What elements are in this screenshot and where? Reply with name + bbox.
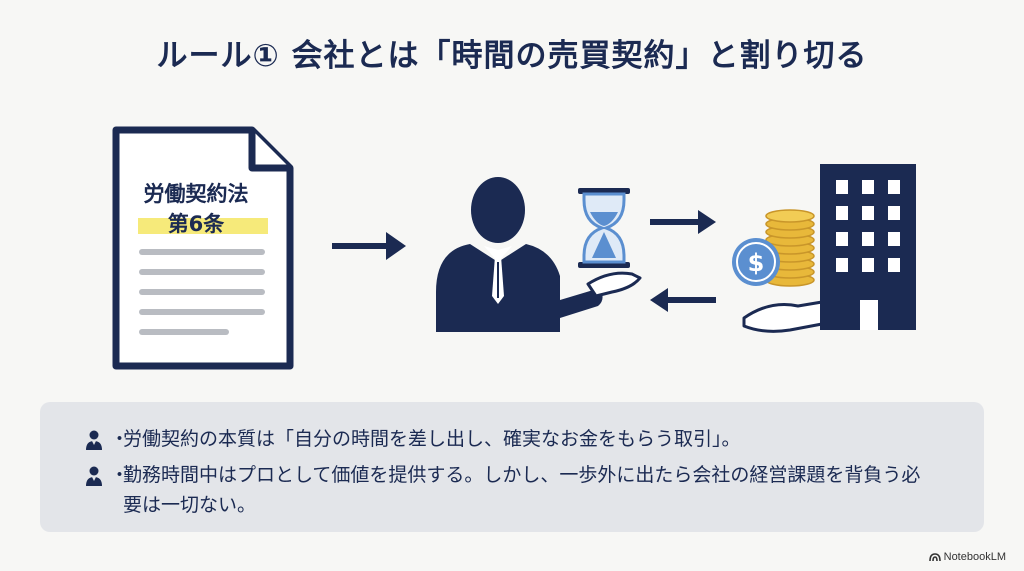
person-icon (86, 466, 102, 486)
highlight-marker (138, 218, 268, 234)
businessman-icon (436, 177, 603, 332)
summary-panel: ・ 労働契約の本質は「自分の時間を差し出し、確実なお金をもらう取引」。 ・ 勤務… (40, 402, 984, 532)
arrow-right-small-icon (650, 210, 716, 234)
arrow-right-icon (332, 232, 406, 260)
illustration: $ (112, 126, 916, 370)
dollar-coin-icon: $ (732, 238, 780, 286)
bullet-dot: ・ (110, 428, 130, 450)
person-icon (86, 430, 102, 450)
document-title-line-1: 労働契約法 (143, 182, 249, 206)
bullet-item-1: ・ 労働契約の本質は「自分の時間を差し出し、確実なお金をもらう取引」。 (85, 424, 925, 454)
svg-text:$: $ (748, 249, 765, 277)
hourglass-icon (578, 188, 630, 268)
notebooklm-logo-icon (928, 553, 941, 562)
slide-title: ルール① 会社とは「時間の売買契約」と割り切る (156, 38, 868, 74)
brand-label: NotebookLM (928, 551, 1006, 563)
bullet-dot: ・ (110, 464, 130, 486)
arrow-left-small-icon (650, 288, 716, 312)
bullet-text: 労働契約の本質は「自分の時間を差し出し、確実なお金をもらう取引」。 (123, 428, 741, 450)
document-icon (112, 126, 294, 370)
open-hand-icon (586, 271, 642, 298)
giving-hand-icon (742, 300, 824, 333)
bullet-text: 勤務時間中はプロとして価値を提供する。しかし、一歩外に出たら会社の経営課題を背負… (123, 464, 921, 516)
brand-text: NotebookLM (943, 551, 1006, 563)
office-building-icon (820, 164, 916, 330)
bullet-item-2: ・ 勤務時間中はプロとして価値を提供する。しかし、一歩外に出たら会社の経営課題を… (85, 460, 925, 520)
document-title-line-2: 第6条 (167, 212, 225, 236)
